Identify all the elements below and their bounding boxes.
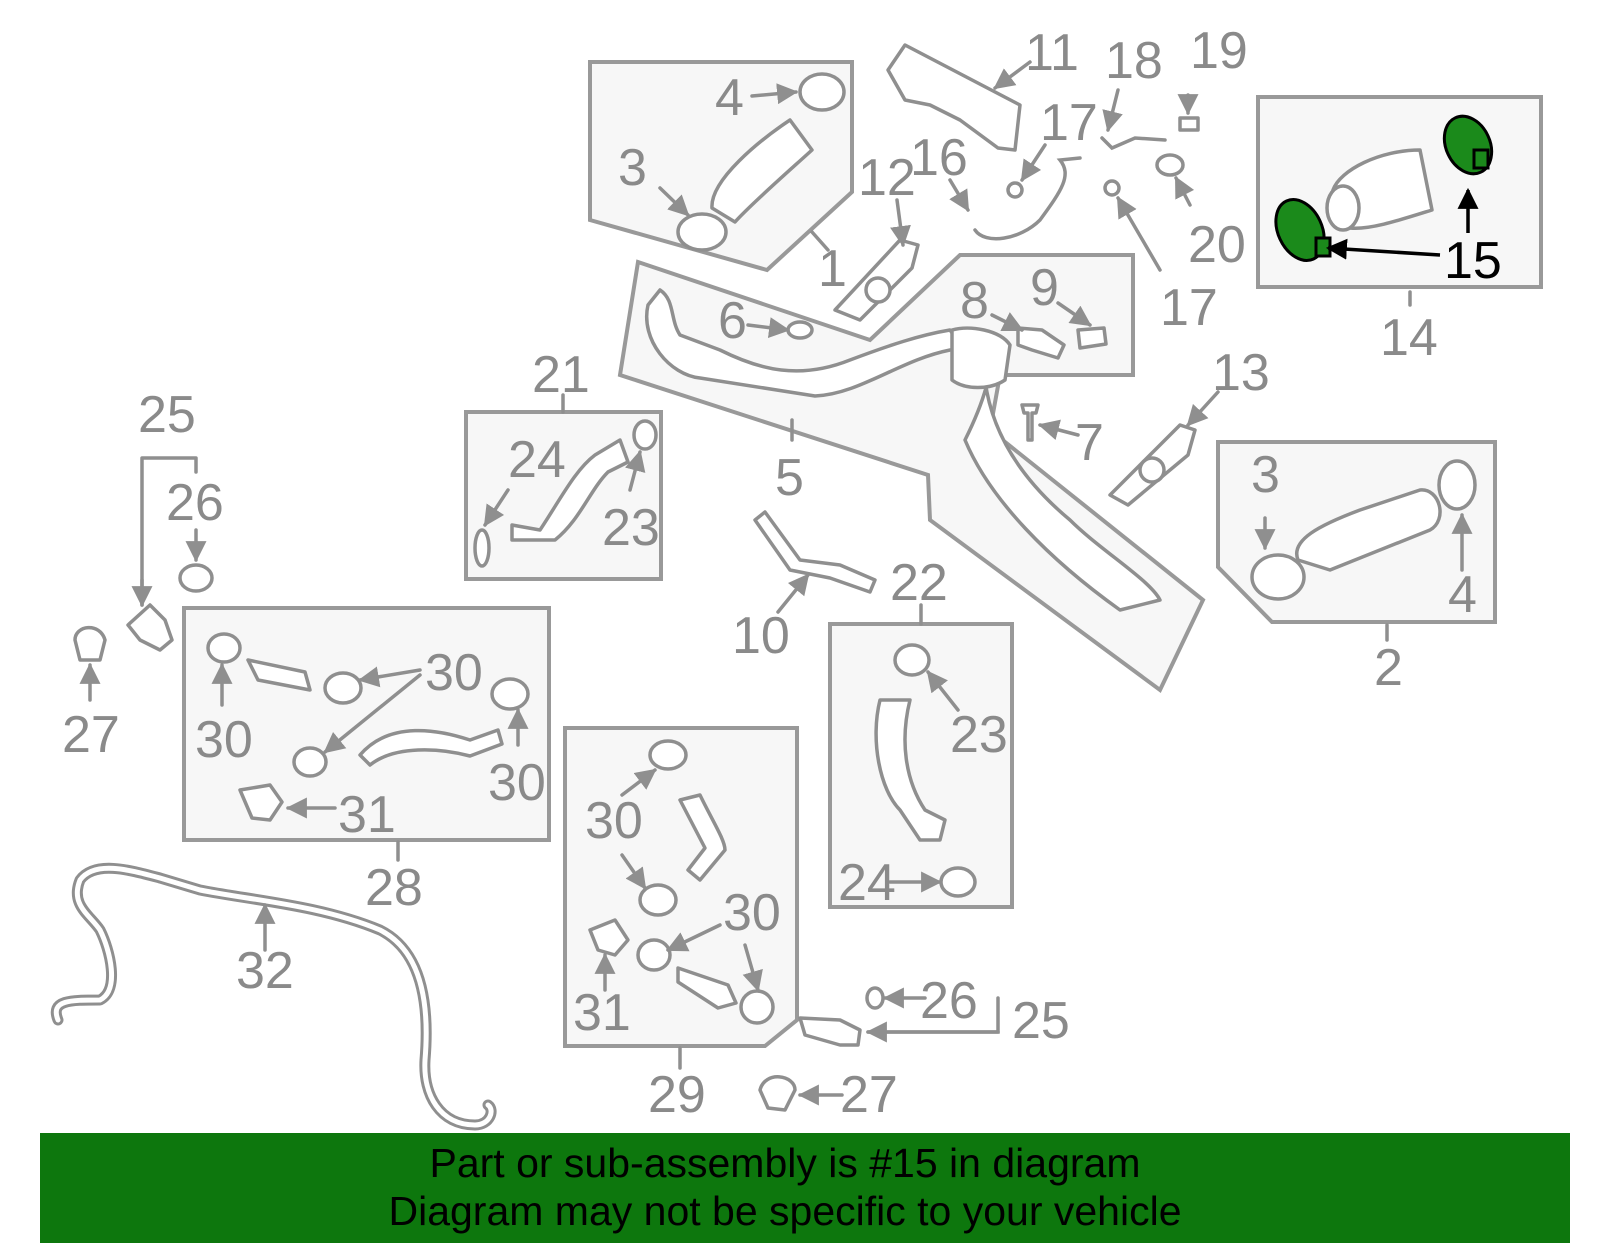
callout-11[interactable]: 11: [1025, 24, 1079, 82]
callout-27[interactable]: 27: [62, 706, 120, 764]
callout-21[interactable]: 21: [532, 346, 590, 404]
callout-18[interactable]: 18: [1105, 32, 1163, 90]
cover-11: [886, 43, 1032, 152]
callout-25[interactable]: 25: [1012, 992, 1070, 1050]
callout-15[interactable]: 15: [1444, 232, 1502, 290]
kit-box-29: [563, 726, 799, 1070]
callout-24[interactable]: 24: [838, 854, 896, 912]
callout-17[interactable]: 17: [1160, 279, 1218, 337]
callout-32[interactable]: 32: [236, 942, 294, 1000]
fittings-left-25-27: [73, 456, 214, 702]
callout-23[interactable]: 23: [950, 706, 1008, 764]
callout-3[interactable]: 3: [1251, 446, 1280, 504]
callout-30[interactable]: 30: [195, 711, 253, 769]
bracket-10: [753, 510, 877, 614]
kit-box-1: [588, 60, 854, 273]
kit-box-28: [182, 606, 551, 862]
callout-5[interactable]: 5: [775, 449, 804, 507]
callout-1[interactable]: 1: [818, 240, 847, 298]
callout-22[interactable]: 22: [890, 554, 948, 612]
bracket-13: [1020, 390, 1220, 507]
callout-4[interactable]: 4: [715, 69, 744, 127]
callout-29[interactable]: 29: [648, 1066, 706, 1124]
fittings-right-25-27: [758, 986, 1000, 1112]
callout-9[interactable]: 9: [1030, 259, 1059, 317]
callout-8[interactable]: 8: [960, 272, 989, 330]
callout-2[interactable]: 2: [1374, 639, 1403, 697]
kit-box-22: [828, 603, 1014, 909]
callout-28[interactable]: 28: [365, 859, 423, 917]
callout-31[interactable]: 31: [573, 984, 631, 1042]
bracket-12: [833, 198, 920, 322]
callout-26[interactable]: 26: [166, 474, 224, 532]
callout-13[interactable]: 13: [1212, 344, 1270, 402]
callout-3[interactable]: 3: [618, 139, 647, 197]
clamp-15-highlight[interactable]: [1267, 109, 1501, 269]
callout-19[interactable]: 19: [1190, 22, 1248, 80]
callout-14[interactable]: 14: [1380, 309, 1438, 367]
callout-6[interactable]: 6: [718, 292, 747, 350]
kit-box-5: [617, 253, 1206, 694]
callout-23[interactable]: 23: [602, 499, 660, 557]
kit-box-21: [464, 393, 663, 581]
banner-line-1: Part or sub-assembly is #15 in diagram: [429, 1140, 1141, 1186]
callout-labels: 1 2 3 3 4 4 5 6 7 8 9 10 11 12 13 14 15 …: [62, 22, 1502, 1124]
callout-16[interactable]: 16: [910, 129, 968, 187]
callout-17[interactable]: 17: [1040, 94, 1098, 152]
banner-line-2: Diagram may not be specific to your vehi…: [388, 1188, 1182, 1234]
callout-25[interactable]: 25: [138, 386, 196, 444]
callout-30[interactable]: 30: [488, 754, 546, 812]
callout-10[interactable]: 10: [732, 607, 790, 665]
callout-12[interactable]: 12: [858, 149, 916, 207]
kit-box-2: [1216, 440, 1497, 642]
callout-30[interactable]: 30: [723, 884, 781, 942]
callout-24[interactable]: 24: [508, 431, 566, 489]
hose-32: [50, 862, 497, 1131]
callout-30[interactable]: 30: [425, 644, 483, 702]
info-banner: Part or sub-assembly is #15 in diagram D…: [40, 1133, 1570, 1243]
callout-27[interactable]: 27: [840, 1066, 898, 1124]
callout-31[interactable]: 31: [338, 786, 396, 844]
callout-20[interactable]: 20: [1188, 216, 1246, 274]
callout-7[interactable]: 7: [1075, 414, 1104, 472]
callout-4[interactable]: 4: [1448, 566, 1477, 624]
callout-26[interactable]: 26: [920, 972, 978, 1030]
callout-30[interactable]: 30: [585, 792, 643, 850]
small-lines-16-20: [948, 88, 1200, 272]
